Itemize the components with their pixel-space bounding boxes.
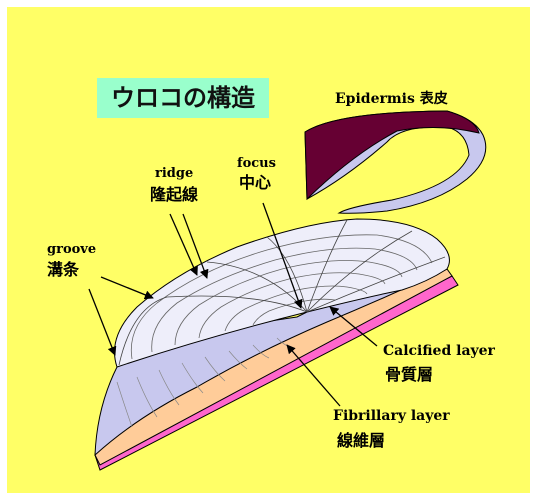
fibrillary-label-jp: 線維層 [337,431,385,450]
diagram-title: ウロコの構造 [111,84,255,112]
focus-label-en: focus [237,156,276,171]
ridge-label-jp: 隆起線 [150,185,198,204]
calcified-label-en: Calcified layer [383,343,496,359]
groove-label-jp: 溝条 [47,260,80,279]
calcified-label-jp: 骨質層 [385,365,433,384]
focus-label-jp: 中心 [239,173,271,192]
diagram-slide: ウロコの構造 Epidermis 表皮 [7,7,530,493]
epidermis-label: Epidermis 表皮 [335,90,448,107]
fibrillary-label-en: Fibrillary layer [333,408,450,424]
groove-label-en: groove [47,242,96,257]
ridge-label-en: ridge [155,166,193,181]
scale-structure-diagram: ウロコの構造 Epidermis 表皮 [7,7,530,493]
epidermis-shape [305,111,486,213]
